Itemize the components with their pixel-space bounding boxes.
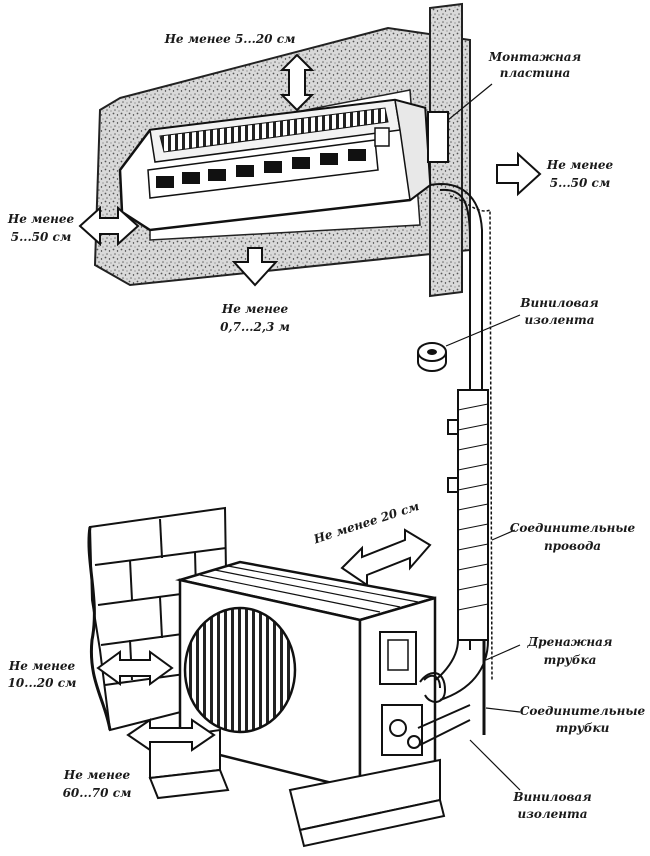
outdoor-unit [175,560,471,792]
floor-clearance-label-line2: 0,7...2,3 м [220,320,290,334]
pipes-label-line1: Соединительные [519,704,646,718]
front-clearance-label-line1: Не менее [63,768,131,782]
pipes-label-line2: трубки [555,721,610,735]
floor-clearance-label-line1: Не менее [221,302,289,316]
indoor-unit [118,98,432,232]
right-clearance-arrow [496,151,542,197]
leader-lines [469,529,521,791]
floor-clearance-arrow [231,247,279,287]
front-clearance-arrow [126,718,216,752]
right-clearance-label-line1: Не менее [546,158,614,172]
vinyl-tape-bottom-label-line1: Виниловая [513,790,592,804]
wall-clearance-label-line1: Не менее [8,659,76,673]
mounting-plate-label-line1: Монтажная [488,50,582,64]
wires-label-line1: Соединительные [509,521,636,535]
drain-label-line2: трубка [543,653,597,667]
vinyl-tape-top-label-line1: Виниловая [520,296,599,310]
wall-clearance-label-line2: 10...20 см [7,676,77,690]
left-clearance-label-line2: 5...50 см [10,230,72,244]
vinyl-tape-roll-icon [417,314,521,372]
rear-clearance-arrow [340,528,432,587]
top-clearance-arrow [279,53,315,112]
left-clearance-label-line1: Не менее [7,212,75,226]
mounting-plate [427,83,493,163]
clearance-arrows [78,53,542,752]
pipe-clamps [447,419,459,493]
right-clearance-label-line2: 5...50 см [549,176,611,190]
drain-label-line1: Дренажная [527,635,613,649]
top-clearance-label: Не менее 5...20 см [164,32,296,46]
vinyl-tape-top-label-line2: изолента [524,313,595,327]
mounting-plate-label-line2: пластина [499,66,571,80]
wall-clearance-arrow [96,650,174,686]
front-clearance-label-line2: 60...70 см [62,786,132,800]
left-clearance-arrow [78,205,140,247]
vinyl-tape-bottom-label-line2: изолента [517,807,588,821]
wires-label-line2: провода [543,539,602,553]
pipe-bundle [419,183,493,735]
